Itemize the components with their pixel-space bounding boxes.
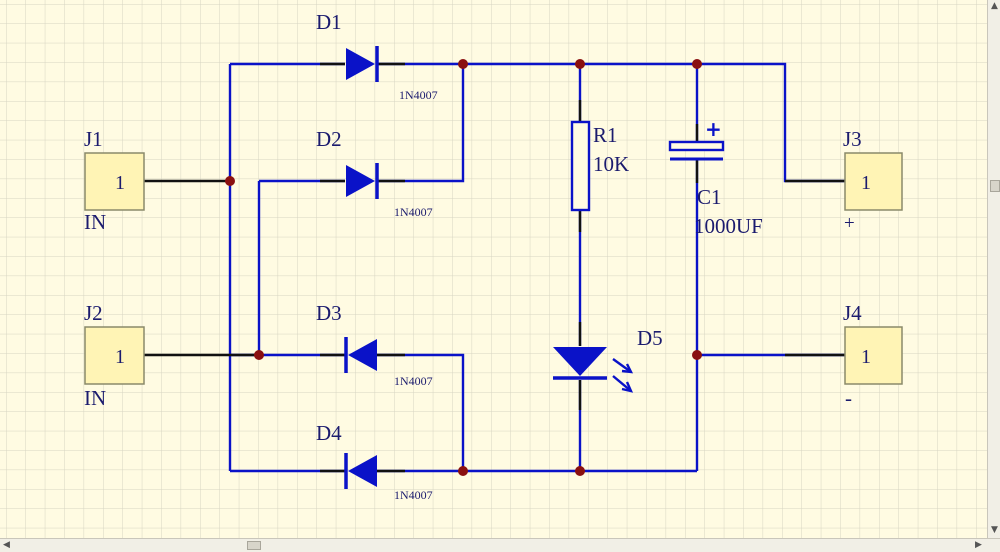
junction-dot bbox=[254, 350, 264, 360]
horizontal-scrollbar[interactable]: ◀ ▶ bbox=[0, 538, 1000, 552]
diode-d3-ref: D3 bbox=[316, 301, 342, 325]
diode-d2-ref: D2 bbox=[316, 127, 342, 151]
diode-d3-symbol[interactable] bbox=[344, 337, 377, 373]
junctions bbox=[225, 59, 702, 476]
diode-d1-part: 1N4007 bbox=[399, 88, 438, 102]
capacitor-c1-ref: C1 bbox=[697, 185, 722, 209]
capacitor-c1-symbol[interactable]: + bbox=[668, 117, 725, 161]
diode-d4-part: 1N4007 bbox=[394, 488, 433, 502]
labels: J1 IN J2 IN J3 + J4 - D1 1N4007 D2 1N400… bbox=[84, 10, 862, 502]
connector-pin: 1 bbox=[115, 346, 125, 368]
scroll-right-icon[interactable]: ▶ bbox=[975, 540, 982, 550]
diode-d3-part: 1N4007 bbox=[394, 374, 433, 388]
wire-d2-cathode bbox=[377, 64, 465, 183]
diode-triangle bbox=[348, 339, 377, 371]
diode-d4-ref: D4 bbox=[316, 421, 342, 445]
connector-j2[interactable]: 1 bbox=[84, 326, 145, 385]
vertical-scrollbar[interactable]: ▲ ▼ bbox=[987, 0, 1000, 538]
diode-d2-symbol[interactable] bbox=[346, 163, 379, 199]
led-triangle bbox=[553, 347, 607, 376]
led-d5-symbol[interactable] bbox=[553, 347, 634, 393]
connector-pin: 1 bbox=[861, 346, 871, 368]
junction-dot bbox=[692, 59, 702, 69]
scroll-up-icon[interactable]: ▲ bbox=[991, 1, 998, 11]
connector-j4-label: - bbox=[845, 386, 852, 410]
resistor-r1-ref: R1 bbox=[593, 123, 618, 147]
junction-dot bbox=[458, 466, 468, 476]
connector-j4[interactable]: 1 bbox=[844, 326, 903, 385]
connector-j2-label: IN bbox=[84, 386, 106, 410]
diode-d1-symbol[interactable] bbox=[346, 46, 379, 82]
connector-pin: 1 bbox=[861, 172, 871, 194]
junction-dot bbox=[575, 466, 585, 476]
connector-j3[interactable]: 1 bbox=[844, 152, 903, 211]
diode-triangle bbox=[346, 48, 375, 80]
wire-d3-anode bbox=[377, 353, 465, 471]
junction-dot bbox=[225, 176, 235, 186]
diode-triangle bbox=[348, 455, 377, 487]
scroll-down-icon[interactable]: ▼ bbox=[991, 525, 998, 535]
connector-j1-ref: J1 bbox=[84, 127, 103, 151]
connector-leads bbox=[144, 62, 845, 473]
capacitor-plate-top bbox=[668, 140, 725, 152]
diode-triangle bbox=[346, 165, 375, 197]
capacitor-polarity-mark: + bbox=[705, 117, 722, 141]
resistor-r1-value: 10K bbox=[593, 152, 629, 176]
diode-d1-ref: D1 bbox=[316, 10, 342, 34]
connector-j3-ref: J3 bbox=[843, 127, 862, 151]
led-light-arrows bbox=[612, 358, 634, 393]
connector-j2-ref: J2 bbox=[84, 301, 103, 325]
junction-dot bbox=[692, 350, 702, 360]
connector-j1-label: IN bbox=[84, 210, 106, 234]
connector-j4-ref: J4 bbox=[843, 301, 862, 325]
led-d5-ref: D5 bbox=[637, 326, 663, 350]
diode-d2-part: 1N4007 bbox=[394, 205, 433, 219]
capacitor-c1-value: 1000UF bbox=[694, 214, 763, 238]
resistor-r1-symbol[interactable] bbox=[570, 120, 591, 212]
vertical-scroll-thumb[interactable] bbox=[990, 180, 1000, 192]
junction-dot bbox=[458, 59, 468, 69]
junction-dot bbox=[575, 59, 585, 69]
connector-pin: 1 bbox=[115, 172, 125, 194]
scroll-left-icon[interactable]: ◀ bbox=[3, 540, 10, 550]
connector-j3-label: + bbox=[844, 213, 855, 234]
horizontal-scroll-thumb[interactable] bbox=[247, 541, 261, 550]
connector-j1[interactable]: 1 bbox=[84, 152, 145, 211]
diode-d4-symbol[interactable] bbox=[344, 453, 377, 489]
